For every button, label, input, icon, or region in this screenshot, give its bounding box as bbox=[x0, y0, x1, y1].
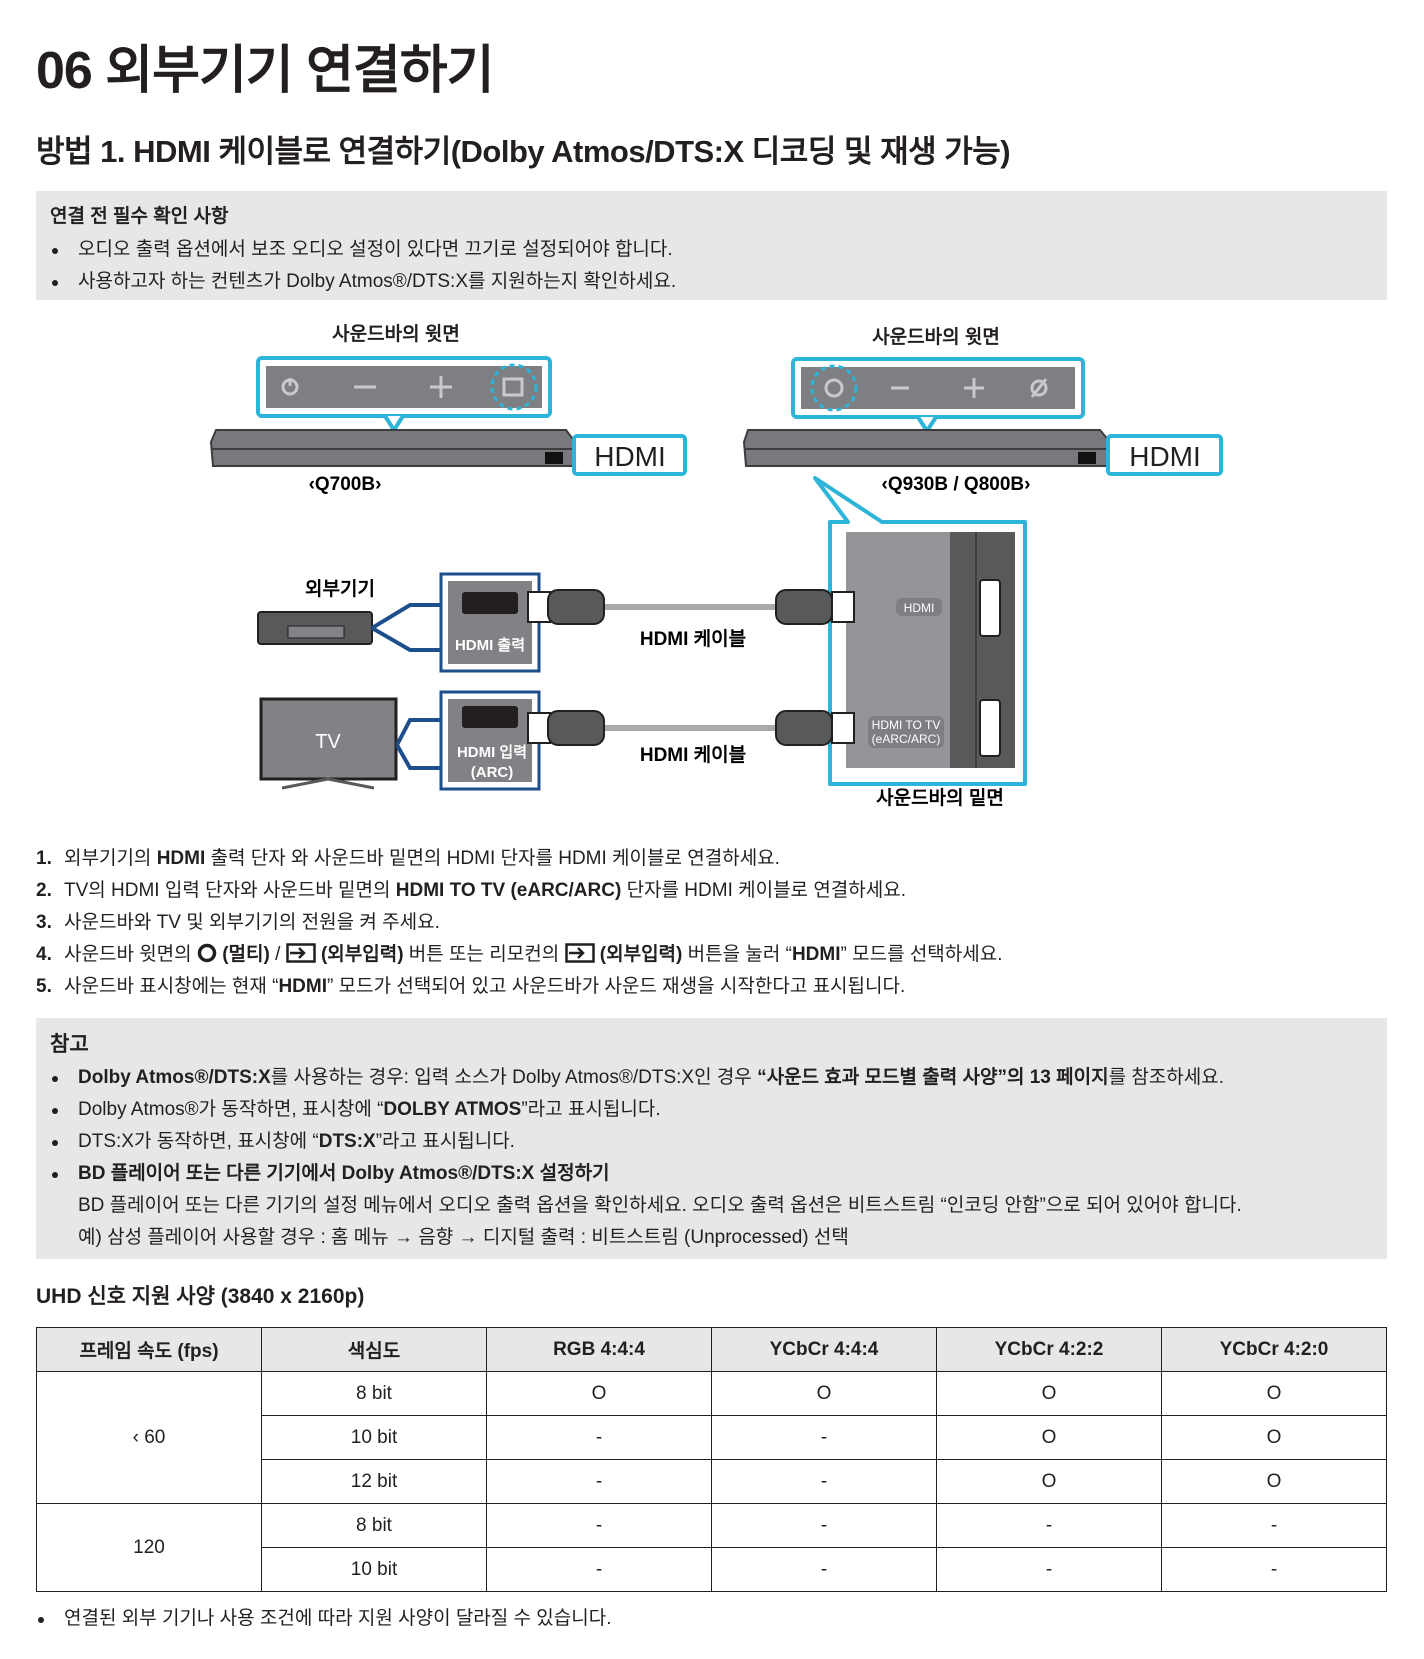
table-header: RGB 4:4:4 bbox=[486, 1327, 712, 1372]
note-box: 참고 Dolby Atmos®/DTS:X를 사용하는 경우: 입력 소스가 D… bbox=[36, 1018, 1387, 1259]
model-right: ‹Q930B / Q800B› bbox=[882, 474, 1031, 495]
multi-icon bbox=[824, 378, 844, 398]
section-title: 방법 1. HDMI 케이블로 연결하기(Dolby Atmos/DTS:X 디… bbox=[36, 134, 1011, 169]
note-subtext: BD 플레이어 또는 다른 기기의 설정 메뉴에서 오디오 출력 옵션을 확인하… bbox=[78, 1195, 1242, 1216]
fps-cell: 120 bbox=[36, 1503, 262, 1592]
step-4: 4.사운드바 윗면의 (멀티) / (외부입력) 버튼 또는 리모컨의 (외부입… bbox=[36, 943, 1003, 965]
steps-list: 1.외부기기의 HDMI 출력 단자 와 사운드바 밑면의 HDMI 단자를 H… bbox=[36, 843, 1003, 1003]
svg-text:HDMI: HDMI bbox=[1129, 441, 1201, 472]
table-row: 10 bit---- bbox=[37, 1547, 1387, 1592]
footnote: 연결된 외부 기기나 사용 조건에 따라 지원 사양이 달라질 수 있습니다. bbox=[22, 1603, 1424, 1635]
step-1: 1.외부기기의 HDMI 출력 단자 와 사운드바 밑면의 HDMI 단자를 H… bbox=[36, 848, 780, 869]
top-label-left: 사운드바의 윗면 bbox=[332, 323, 460, 345]
external-device-label: 외부기기 bbox=[305, 578, 375, 600]
hdmi-cable-2 bbox=[527, 710, 855, 746]
precheck-box: 연결 전 필수 확인 사항 오디오 출력 옵션에서 보조 오디오 설정이 있다면… bbox=[36, 191, 1387, 300]
hdmi-callout-right: HDMI bbox=[1106, 434, 1223, 476]
precheck-title: 연결 전 필수 확인 사항 bbox=[50, 206, 229, 227]
svg-text:(ARC): (ARC) bbox=[471, 764, 514, 781]
uhd-spec-table: 프레임 속도 (fps) 색심도 RGB 4:4:4 YCbCr 4:4:4 Y… bbox=[36, 1327, 1387, 1592]
svg-text:TV: TV bbox=[315, 731, 341, 753]
table-header: 색심도 bbox=[261, 1327, 487, 1372]
table-header: 프레임 속도 (fps) bbox=[36, 1327, 262, 1372]
step-2: 2.TV의 HDMI 입력 단자와 사운드바 밑면의 HDMI TO TV (e… bbox=[36, 880, 906, 901]
soundbar-rear-callout: HDMI HDMI TO TV (eARC/ARC) bbox=[813, 476, 1027, 786]
soundbar-top-panel-right bbox=[791, 357, 1085, 435]
precheck-item: 오디오 출력 옵션에서 보조 오디오 설정이 있다면 끄기로 설정되어야 합니다… bbox=[36, 234, 1373, 266]
soundbar-left bbox=[209, 429, 576, 467]
note-item: Dolby Atmos®/DTS:X를 사용하는 경우: 입력 소스가 Dolb… bbox=[36, 1062, 1373, 1094]
note-item: Dolby Atmos®가 동작하면, 표시창에 “DOLBY ATMOS”라고… bbox=[36, 1094, 1373, 1126]
precheck-item: 사용하고자 하는 컨텐츠가 Dolby Atmos®/DTS:X를 지원하는지 … bbox=[36, 266, 1373, 298]
note-item: BD 플레이어 또는 다른 기기에서 Dolby Atmos®/DTS:X 설정… bbox=[36, 1158, 1373, 1190]
source-icon bbox=[285, 943, 316, 963]
note-subtext: 예) 삼성 플레이어 사용할 경우 : 홈 메뉴 → 음향 → 디지털 출력 :… bbox=[78, 1227, 849, 1248]
table-header-row: 프레임 속도 (fps) 색심도 RGB 4:4:4 YCbCr 4:4:4 Y… bbox=[36, 1327, 1387, 1372]
cable-label: HDMI 케이블 bbox=[640, 628, 746, 650]
hdmi-out-box: HDMI 출력 bbox=[439, 572, 541, 673]
table-header: YCbCr 4:2:0 bbox=[1161, 1327, 1387, 1372]
source-icon bbox=[564, 943, 595, 963]
svg-text:(eARC/ARC): (eARC/ARC) bbox=[872, 732, 941, 746]
step-5: 5.사운드바 표시창에는 현재 “HDMI” 모드가 선택되어 있고 사운드바가… bbox=[36, 976, 906, 997]
multi-icon bbox=[197, 943, 217, 963]
port-tv-label: HDMI TO TV bbox=[872, 718, 941, 732]
source-icon bbox=[502, 377, 524, 397]
note-item: DTS:X가 동작하면, 표시창에 “DTS:X”라고 표시됩니다. bbox=[36, 1126, 1373, 1158]
hdmi-callout-left: HDMI bbox=[572, 434, 687, 476]
model-left: ‹Q700B› bbox=[309, 474, 382, 495]
hdmi-cable-1 bbox=[527, 589, 855, 625]
mic-off-icon bbox=[1030, 379, 1048, 397]
cable-label: HDMI 케이블 bbox=[640, 744, 746, 766]
player-device-icon bbox=[257, 603, 440, 652]
svg-text:HDMI: HDMI bbox=[594, 441, 666, 472]
fps-cell: ‹ 60 bbox=[36, 1371, 262, 1504]
svg-text:HDMI 출력: HDMI 출력 bbox=[455, 636, 525, 654]
soundbar-right bbox=[742, 429, 1111, 467]
hdmi-in-box: HDMI 입력 (ARC) bbox=[439, 690, 541, 791]
tv-icon: TV bbox=[259, 697, 440, 790]
port-hdmi-label: HDMI bbox=[904, 601, 935, 615]
table-header: YCbCr 4:2:2 bbox=[936, 1327, 1162, 1372]
top-label-right: 사운드바의 윗면 bbox=[872, 326, 1000, 348]
step-3: 3.사운드바와 TV 및 외부기기의 전원을 켜 주세요. bbox=[36, 912, 440, 933]
page-title: 06 외부기기 연결하기 bbox=[36, 42, 494, 100]
table-header: YCbCr 4:4:4 bbox=[711, 1327, 937, 1372]
connection-diagram: 사운드바의 윗면 사운드바의 윗면 HDMI ‹Q700B› bbox=[209, 323, 1223, 809]
soundbar-top-panel-left bbox=[256, 356, 552, 434]
note-title: 참고 bbox=[50, 1033, 89, 1056]
uhd-title: UHD 신호 지원 사양 (3840 x 2160p) bbox=[36, 1285, 365, 1308]
bottom-label: 사운드바의 밑면 bbox=[876, 787, 1004, 809]
svg-text:HDMI 입력: HDMI 입력 bbox=[457, 743, 527, 761]
